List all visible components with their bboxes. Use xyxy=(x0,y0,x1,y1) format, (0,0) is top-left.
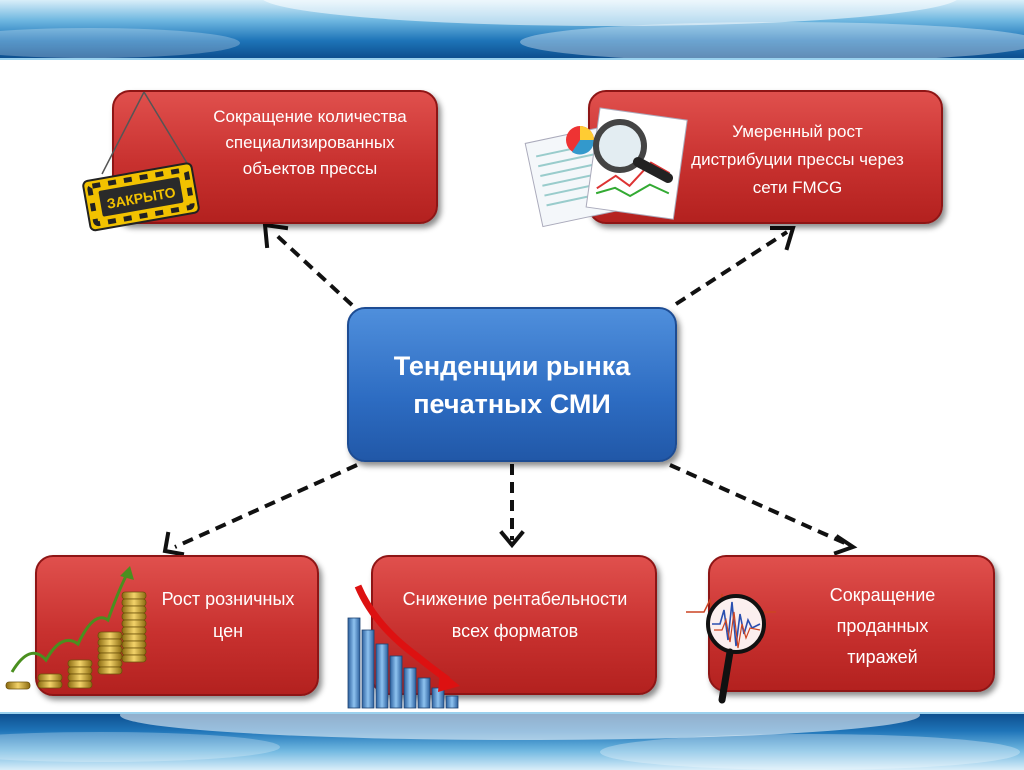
closed-sign-icon: ЗАКРЫТО xyxy=(82,92,200,232)
arrow-to-bottom-left xyxy=(174,463,358,549)
magnifier-over-charts-icon xyxy=(524,107,688,228)
node-top-left-text: Сокращение количества специализированных… xyxy=(213,107,407,178)
arrowhead-bottom-middle xyxy=(499,530,525,549)
center-title: Тенденции рынка печатных СМИ xyxy=(393,350,631,419)
arrowhead-top-left xyxy=(262,222,289,249)
arrowhead-top-right xyxy=(770,226,796,251)
node-bottom-left-text: Рост розничных цен xyxy=(161,589,295,641)
footer-swoosh xyxy=(600,734,1020,770)
arrow-to-bottom-right xyxy=(669,463,848,546)
header-swoosh xyxy=(520,22,1024,58)
node-bottom-middle-text: Снижение рентабельности всех форматов xyxy=(402,589,628,641)
declining-bar-chart-icon xyxy=(347,584,460,709)
arrow-to-top-right xyxy=(674,230,789,306)
magnifier-over-waveform-icon xyxy=(686,593,776,704)
node-top-right-text: Умеренный рост дистрибуции прессы через … xyxy=(691,122,904,197)
node-bottom-middle xyxy=(371,555,657,695)
growing-coin-stacks-icon xyxy=(5,566,147,690)
footer-swoosh xyxy=(0,732,280,762)
footer-band xyxy=(0,712,1024,770)
header-swoosh xyxy=(0,28,240,58)
header-band xyxy=(0,0,1024,60)
node-bottom-right-text: Сокращение проданных тиражей xyxy=(829,585,936,667)
arrowhead-bottom-right xyxy=(833,534,858,556)
center-node: Тенденции рынка печатных СМИ xyxy=(347,307,677,462)
arrowhead-bottom-left xyxy=(162,531,185,557)
arrow-to-top-left xyxy=(271,230,354,307)
